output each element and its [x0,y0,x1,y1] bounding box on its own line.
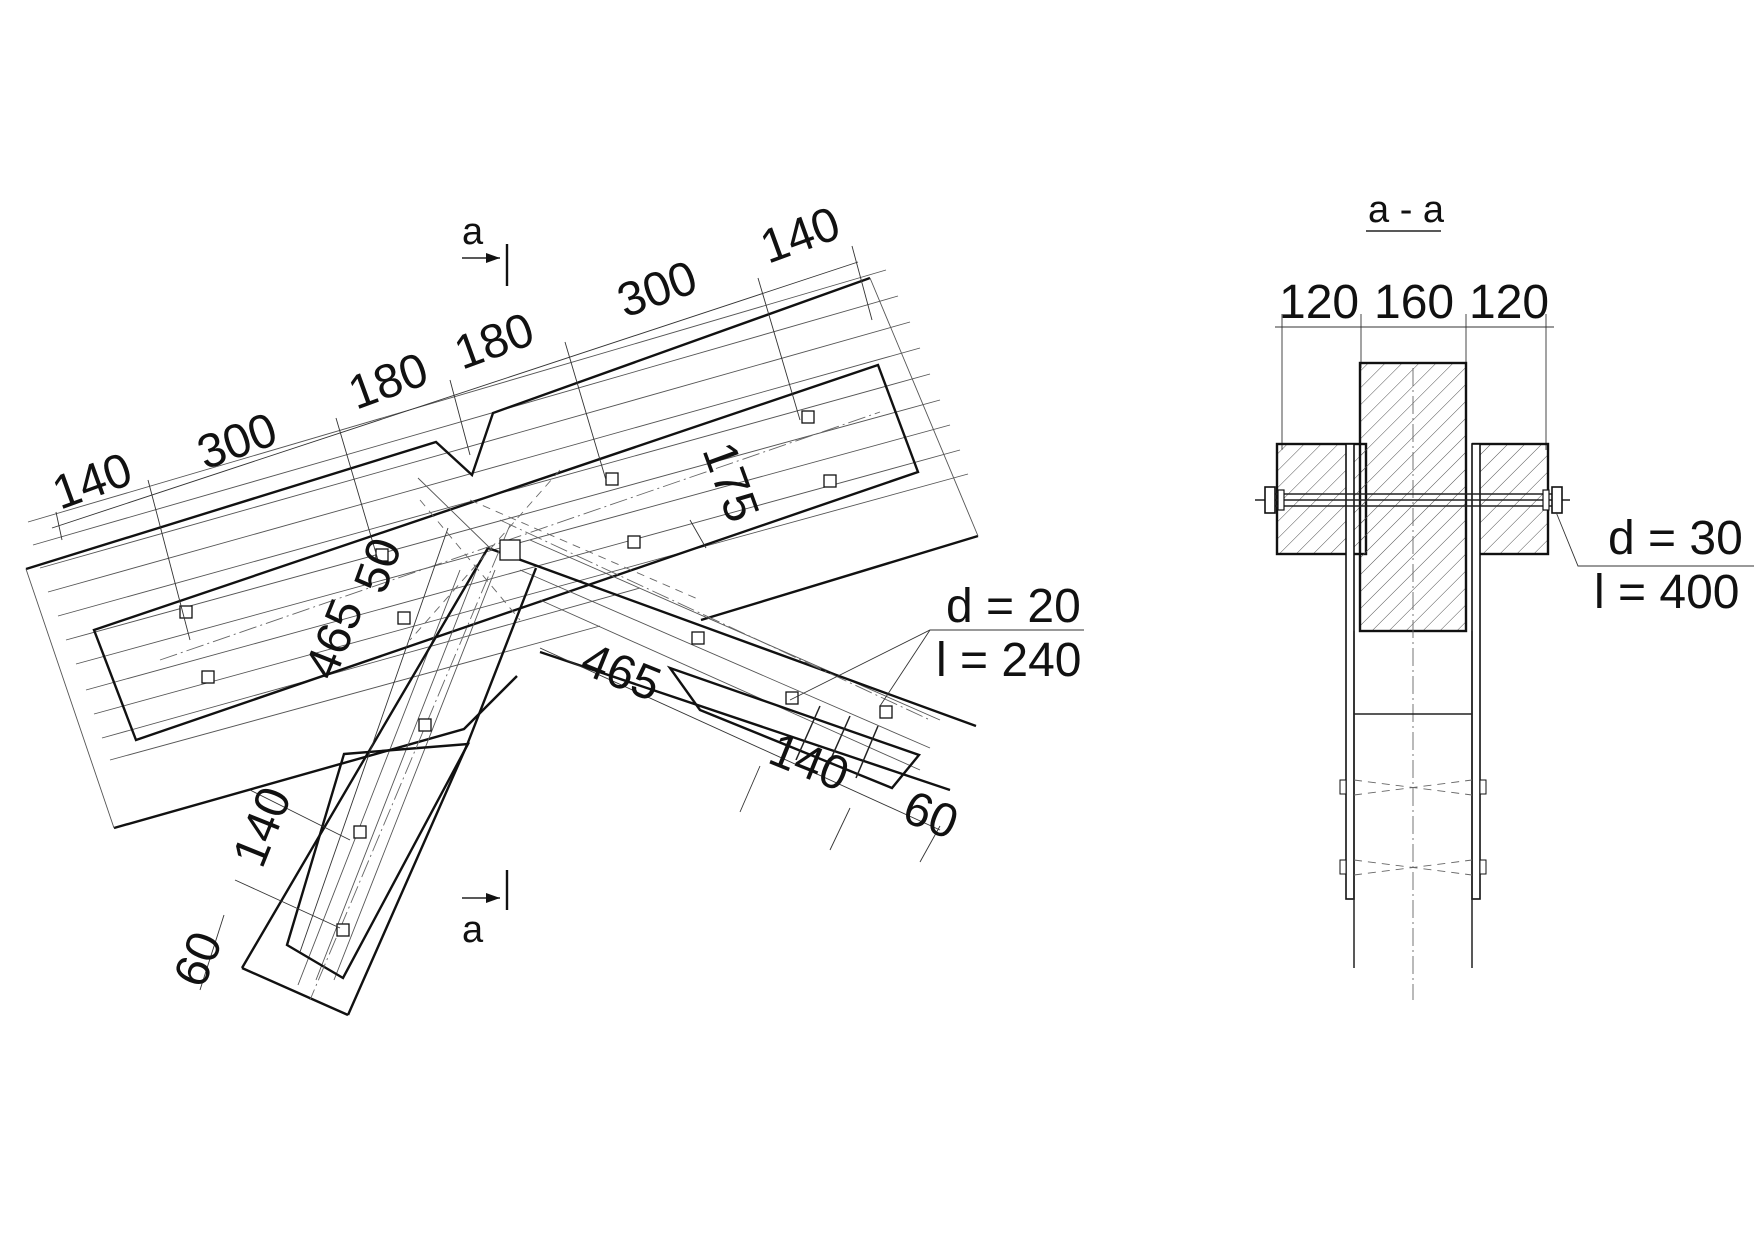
chord-outline-top [25,276,871,571]
dim-180-b: 180 [448,303,541,380]
section-title: a - a [1368,189,1445,231]
bolt [499,539,521,561]
top-dimension-chain [51,245,873,641]
section-bolt-leader [1555,511,1754,567]
section-bolt-diameter: d = 30 [1608,512,1743,565]
bolt [823,474,837,488]
dim-140-b: 140 [754,197,847,274]
bolt [691,631,705,645]
left-diagonal [240,524,538,1017]
bolt [785,691,799,705]
bolt-note-diameter: d = 20 [946,580,1081,633]
bolt [879,705,893,719]
dim-465-right: 465 [574,633,668,712]
bolt-nut-right [1551,486,1563,514]
bolt [375,548,389,562]
section-marker-bottom: a [462,870,509,951]
bolt [201,670,215,684]
bolt [418,718,432,732]
dim-175: 175 [692,436,769,529]
dim-300-a: 300 [191,403,284,480]
bolt [627,535,641,549]
section-bolt-length: l = 400 [1594,566,1739,619]
chord-side-plate [92,363,920,742]
chord-outline-bottom [113,534,979,830]
bolt [605,472,619,486]
bolt [353,825,367,839]
bolt [397,611,411,625]
dim-465-left: 465 [295,592,374,686]
bolt-nut-left [1264,486,1276,514]
dim-60-right: 60 [896,781,965,850]
plan-bolts [179,410,893,937]
bolt [801,410,815,424]
bolt-note-length: l = 240 [936,634,1081,687]
section-dim-120-left: 120 [1279,276,1359,329]
left-steel-plate [1345,443,1355,900]
right-steel-plate [1471,443,1481,900]
dim-300-b: 300 [611,251,704,328]
right-side-timber [1471,442,1550,556]
section-marker-top: a [462,211,509,286]
section-mark-bottom-label: a [462,909,484,951]
bolt [336,923,350,937]
dim-60-left: 60 [164,925,233,994]
dim-140-a: 140 [46,443,139,520]
plan-view: 140 300 180 180 300 140 175 50 465 465 1… [25,197,1084,1017]
right-diagonal [469,499,977,792]
section-view: a - a 120 160 120 [1255,189,1754,1000]
section-dim-160: 160 [1374,276,1454,329]
section-mark-top-label: a [462,211,484,253]
dim-180-a: 180 [342,343,435,420]
section-dim-120-right: 120 [1469,276,1549,329]
section-small-bolts [1339,779,1487,876]
